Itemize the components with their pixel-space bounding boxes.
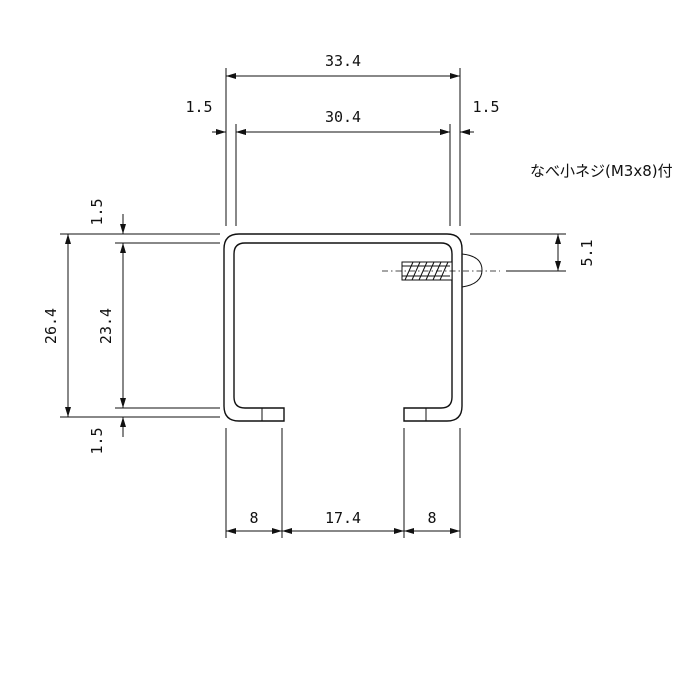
bottom-thickness-label: 1.5: [88, 427, 106, 454]
opening-label: 17.4: [325, 509, 361, 527]
outer-width-label: 33.4: [325, 52, 361, 70]
outer-height-label: 26.4: [42, 308, 60, 344]
right-lip-label: 8: [427, 509, 436, 527]
screw-offset-label: 5.1: [578, 239, 596, 266]
inner-width-dimension: 30.4: [236, 108, 450, 135]
right-thickness-label: 1.5: [472, 98, 499, 116]
inner-height-dimension: 23.4: [97, 243, 126, 408]
top-thickness-label: 1.5: [88, 198, 106, 225]
outer-width-dimension: 33.4: [226, 52, 460, 79]
wall-thickness-top-markers: 1.5 1.5: [185, 98, 500, 135]
top-extension-lines: [225, 68, 461, 226]
bottom-extension-lines: [225, 428, 461, 538]
left-extension-lines: [60, 233, 220, 418]
inner-height-label: 23.4: [97, 308, 115, 344]
inner-width-label: 30.4: [325, 108, 361, 126]
vertical-thickness-markers: 1.5 1.5: [88, 198, 126, 455]
left-lip-label: 8: [249, 509, 258, 527]
channel-profile: [223, 233, 463, 422]
outer-height-dimension: 26.4: [42, 234, 71, 417]
left-thickness-label: 1.5: [185, 98, 212, 116]
bottom-dimensions: 8 17.4 8: [226, 509, 460, 534]
screw-offset-dimension: 5.1: [470, 233, 596, 272]
screw-note: なべ小ネジ(M3x8)付: [530, 162, 673, 180]
pan-head-screw: [382, 253, 500, 288]
